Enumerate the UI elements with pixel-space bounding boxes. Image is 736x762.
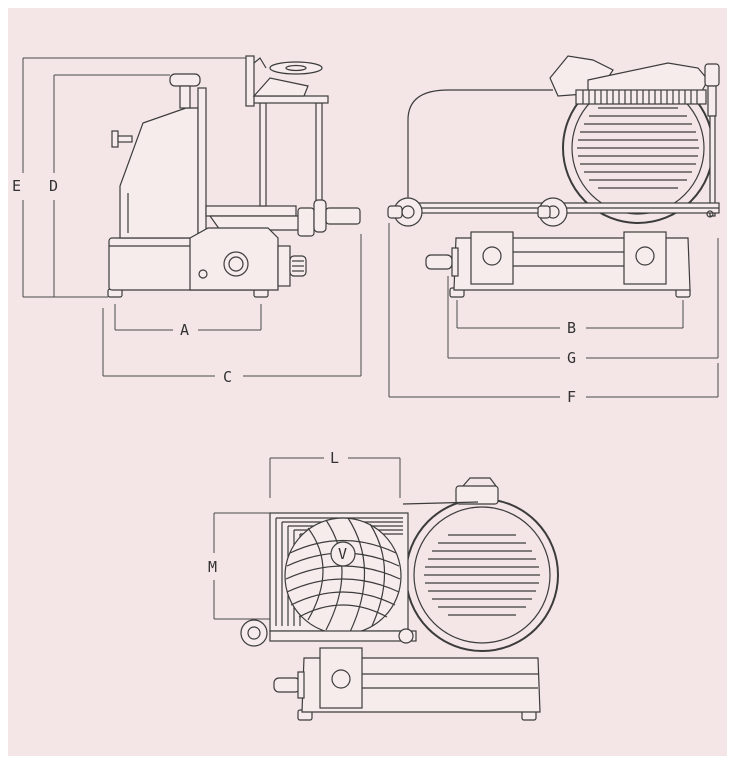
top-view-dimensions (213, 457, 401, 620)
dimension-label-d: D (49, 177, 58, 195)
side-view-dimensions (22, 57, 362, 377)
top-view (240, 477, 559, 721)
dimension-label-l: L (330, 449, 339, 467)
dimension-label-v: V (338, 545, 347, 563)
dimension-label-f: F (567, 388, 576, 406)
dimension-label-b: B (567, 319, 576, 337)
dimension-label-m: M (208, 558, 217, 576)
front-view-dimensions (388, 223, 719, 398)
slicer-technical-drawing: E D A C (12, 55, 720, 721)
dimension-label-e: E (12, 177, 21, 195)
dimension-label-a: A (180, 321, 189, 339)
drawing-sheet: E D A C (8, 8, 727, 756)
front-view (387, 55, 720, 298)
side-view (107, 55, 361, 298)
dimension-label-g: G (567, 349, 576, 367)
dimension-label-c: C (223, 368, 232, 386)
